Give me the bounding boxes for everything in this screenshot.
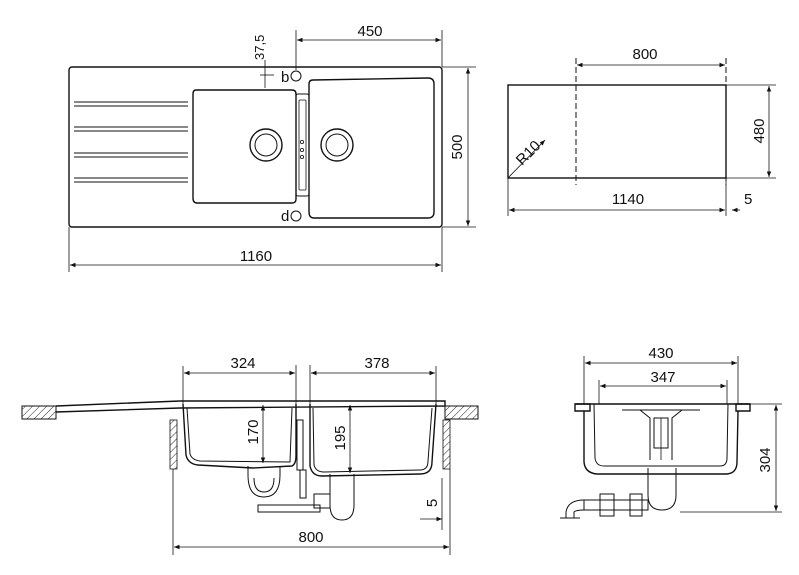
top-view: b d 37,5 450 500 1160 [68, 23, 476, 272]
right-bowl [308, 77, 435, 219]
cutout-width-dim: 800 [632, 46, 657, 63]
left-drain [249, 128, 283, 162]
side-outer-width-dim: 430 [648, 345, 673, 362]
cabinet-wall-left [169, 419, 178, 470]
sink-outline [68, 66, 443, 228]
left-bowl [192, 89, 297, 204]
right-bowl-depth-dim: 195 [332, 425, 349, 450]
tap-hole-b [290, 70, 302, 82]
radius-dim: R10 [513, 137, 544, 168]
front-waste-pipe [257, 504, 321, 513]
side-rim-left [574, 403, 591, 412]
front-right-bowl [309, 403, 437, 477]
front-left-bowl [182, 403, 297, 469]
left-bowl-depth-dim: 170 [245, 419, 262, 444]
marker-b: b [281, 69, 289, 86]
side-section: 430 347 304 [560, 345, 782, 519]
drainer-grooves [74, 101, 188, 183]
radius-leader [507, 139, 546, 179]
front-width-dim: 800 [298, 529, 323, 546]
right-bowl-width-dim: 378 [364, 355, 389, 372]
tap-hole-d [290, 210, 302, 222]
cutout-margin-dim: 5 [744, 191, 752, 208]
countertop-right [444, 405, 479, 420]
side-bowl-inner [593, 403, 729, 467]
cutout-view: 800 480 R10 1140 5 [507, 46, 776, 216]
left-bowl-width-dim: 324 [230, 355, 255, 372]
drainer-rim [55, 400, 446, 413]
front-trap-right [329, 474, 355, 521]
overflow-bar [295, 93, 310, 197]
overall-length-dim: 1160 [240, 248, 272, 265]
side-bowl-outer [583, 410, 739, 475]
side-trap [647, 468, 677, 511]
cutout-depth-dim: 480 [751, 118, 768, 143]
countertop-left [21, 405, 57, 420]
cabinet-wall-right [442, 419, 451, 470]
cutout-length-dim: 1140 [612, 191, 644, 208]
front-trap-left [247, 466, 281, 498]
cutout-outline [507, 84, 727, 179]
side-rim-right [735, 403, 751, 412]
overflow-pipe [296, 419, 304, 471]
offset-dim: 37,5 [252, 35, 267, 60]
right-drain [320, 128, 354, 162]
side-elbow [565, 499, 585, 519]
bowl-width-dim: 450 [357, 23, 382, 40]
side-inner-width-dim: 347 [650, 369, 675, 386]
side-height-dim: 304 [757, 447, 774, 472]
depth-dim: 500 [449, 134, 466, 159]
front-section: 324 378 170 195 5 800 [21, 355, 479, 555]
side-waste-pipe [583, 499, 649, 511]
front-margin-dim: 5 [424, 499, 441, 507]
marker-d: d [281, 208, 289, 225]
